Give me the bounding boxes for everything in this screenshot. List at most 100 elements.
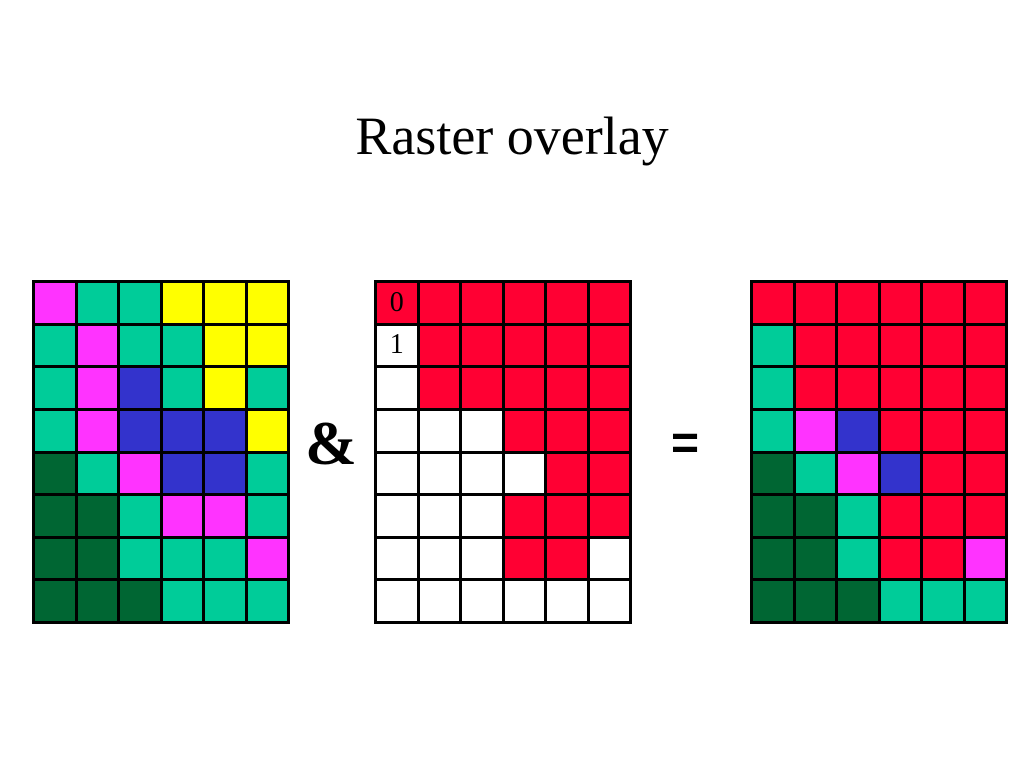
raster-cell <box>965 496 1005 536</box>
raster-cell <box>880 368 920 408</box>
raster-cell <box>753 283 793 323</box>
raster-cell <box>77 496 117 536</box>
raster-cell <box>795 453 835 494</box>
raster-cell <box>205 453 245 494</box>
raster-cell <box>838 581 878 621</box>
raster-cell <box>162 581 202 621</box>
raster-cell <box>838 496 878 536</box>
raster-cell <box>205 283 245 323</box>
raster-cell <box>162 538 202 579</box>
raster-cell <box>162 453 202 494</box>
raster-cell <box>923 453 963 494</box>
raster-cell <box>419 368 459 408</box>
raster-cell <box>205 368 245 408</box>
raster-cell <box>205 581 245 621</box>
equals-operator: = <box>670 417 700 470</box>
raster-cell <box>120 283 160 323</box>
raster-cell <box>77 410 117 451</box>
raster-cell <box>923 368 963 408</box>
raster-cell <box>838 368 878 408</box>
raster-cell <box>589 538 629 579</box>
raster-cell <box>120 453 160 494</box>
raster-cell: 1 <box>377 325 417 366</box>
raster-cell <box>547 368 587 408</box>
raster-cell <box>547 283 587 323</box>
raster-cell <box>77 325 117 366</box>
raster-cell <box>753 368 793 408</box>
raster-cell <box>162 368 202 408</box>
raster-cell <box>419 538 459 579</box>
raster-cell <box>504 368 544 408</box>
raster-cell <box>589 368 629 408</box>
raster-cell <box>589 453 629 494</box>
raster-cell <box>795 368 835 408</box>
raster-cell <box>547 538 587 579</box>
raster-cell <box>838 325 878 366</box>
raster-cell <box>462 325 502 366</box>
raster-cell <box>880 496 920 536</box>
mask-value-label: 1 <box>389 329 404 361</box>
raster-cell <box>923 581 963 621</box>
raster-cell <box>923 410 963 451</box>
raster-cell <box>35 496 75 536</box>
raster-cell <box>205 538 245 579</box>
raster-cell <box>795 410 835 451</box>
raster-cell <box>880 410 920 451</box>
raster-cell <box>419 453 459 494</box>
raster-cell <box>35 325 75 366</box>
raster-cell <box>753 538 793 579</box>
raster-cell <box>120 325 160 366</box>
raster-cell <box>205 496 245 536</box>
raster-cell <box>880 538 920 579</box>
raster-cell <box>795 496 835 536</box>
raster-cell <box>205 410 245 451</box>
raster-cell <box>162 325 202 366</box>
raster-cell <box>965 410 1005 451</box>
raster-cell <box>35 538 75 579</box>
raster-cell <box>965 453 1005 494</box>
raster-cell <box>35 581 75 621</box>
raster-cell <box>377 538 417 579</box>
raster-cell <box>880 581 920 621</box>
and-operator: & <box>305 410 357 478</box>
raster-cell <box>589 325 629 366</box>
raster-cell <box>589 410 629 451</box>
raster-cell <box>547 496 587 536</box>
raster-cell <box>247 368 287 408</box>
raster-cell <box>838 410 878 451</box>
raster-cell <box>880 283 920 323</box>
raster-cell <box>547 581 587 621</box>
raster-cell <box>462 581 502 621</box>
raster-cell <box>247 496 287 536</box>
raster-cell <box>377 581 417 621</box>
mask-value-label: 0 <box>389 286 404 318</box>
raster-cell <box>247 283 287 323</box>
raster-cell <box>795 283 835 323</box>
raster-cell <box>547 453 587 494</box>
raster-cell <box>923 283 963 323</box>
raster-cell <box>419 325 459 366</box>
raster-cell <box>504 581 544 621</box>
raster-cell <box>419 283 459 323</box>
raster-cell <box>120 410 160 451</box>
raster-cell <box>247 538 287 579</box>
raster-cell <box>205 325 245 366</box>
raster-cell <box>77 283 117 323</box>
raster-cell <box>462 538 502 579</box>
raster-cell <box>247 410 287 451</box>
raster-cell <box>923 496 963 536</box>
raster-cell <box>923 325 963 366</box>
raster-cell <box>419 581 459 621</box>
raster-cell: 0 <box>377 283 417 323</box>
raster-cell <box>880 325 920 366</box>
raster-cell <box>965 368 1005 408</box>
raster-cell <box>795 581 835 621</box>
raster-cell <box>589 283 629 323</box>
raster-cell <box>120 581 160 621</box>
raster-cell <box>419 410 459 451</box>
raster-cell <box>462 368 502 408</box>
raster-cell <box>35 368 75 408</box>
raster-cell <box>504 325 544 366</box>
raster-cell <box>247 581 287 621</box>
